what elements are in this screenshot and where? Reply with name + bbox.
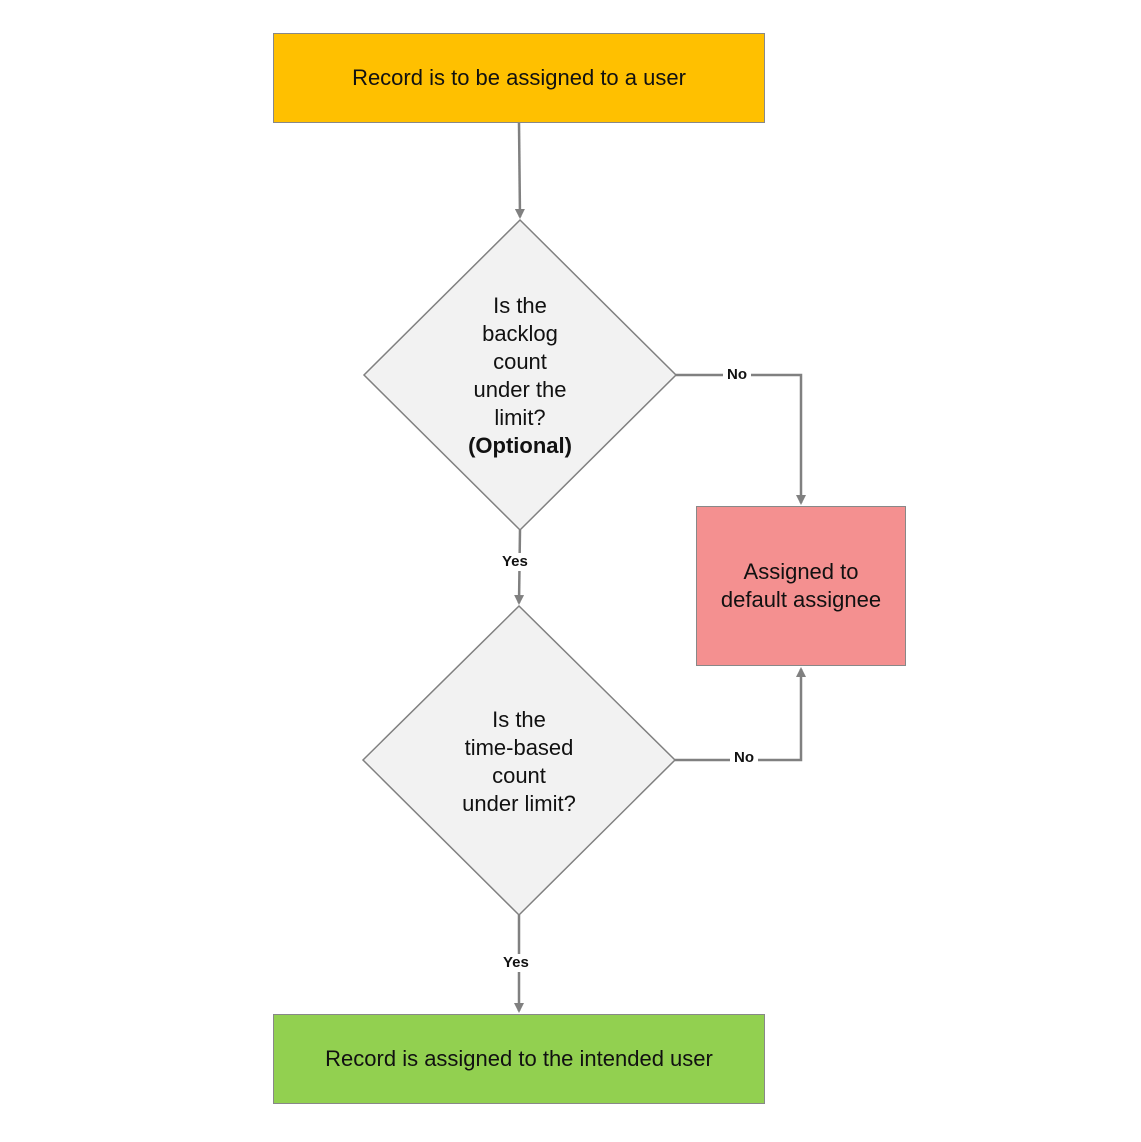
time-decision-text: Is the time-based count under limit?: [419, 704, 619, 820]
start-box: Record is to be assigned to a user: [273, 33, 765, 123]
end-box: Record is assigned to the intended user: [273, 1014, 765, 1104]
edge-label-yes-1: Yes: [498, 553, 532, 571]
backlog-decision-text: Is the backlog count under the limit? (O…: [420, 290, 620, 462]
end-label: Record is assigned to the intended user: [325, 1046, 713, 1071]
time-line-1: Is the: [492, 707, 546, 732]
edge-label-no-2: No: [730, 749, 758, 767]
optional-tag: (Optional): [468, 433, 572, 458]
connector-start-to-backlog: [514, 122, 525, 219]
backlog-line-1: Is the: [493, 293, 547, 318]
default-line-2: default assignee: [720, 587, 882, 612]
time-line-2: time-based: [464, 735, 574, 760]
time-line-4: under limit?: [462, 791, 576, 816]
time-line-3: count: [492, 763, 546, 788]
backlog-line-3: count: [493, 349, 547, 374]
connector-time-no: [675, 667, 806, 762]
default-line-1: Assigned to: [743, 559, 859, 584]
backlog-line-2: backlog: [482, 321, 558, 346]
backlog-line-5: limit?: [494, 405, 546, 430]
start-label: Record is to be assigned to a user: [352, 65, 686, 90]
connector-backlog-no: [676, 373, 806, 505]
default-assignee-box: Assigned to default assignee: [696, 506, 906, 666]
edge-label-no-1: No: [723, 366, 751, 384]
backlog-line-4: under the: [473, 377, 567, 402]
edge-label-yes-2: Yes: [499, 954, 533, 972]
